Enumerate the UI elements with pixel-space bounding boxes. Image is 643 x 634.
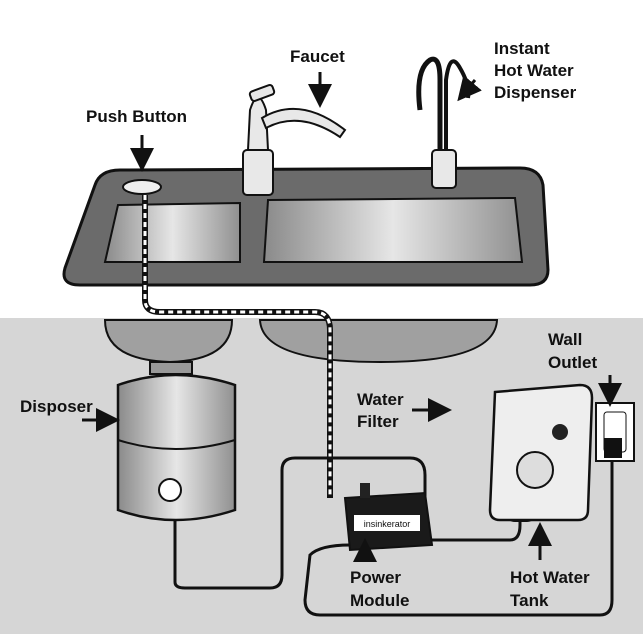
label-wall-outlet-line1: Wall <box>548 330 582 349</box>
pointer-arrows <box>82 72 622 562</box>
label-push-button: Push Button <box>86 107 187 126</box>
label-wall-outlet-line2: Outlet <box>548 353 597 372</box>
hot-water-dispenser <box>416 56 471 189</box>
faucet <box>242 84 347 196</box>
label-dispenser-line3: Dispenser <box>494 83 577 102</box>
label-dispenser-line1: Instant <box>494 39 550 58</box>
label-power-module-line2: Module <box>350 591 410 610</box>
label-disposer: Disposer <box>20 397 93 416</box>
right-basin <box>262 196 524 263</box>
right-bowl <box>258 319 499 364</box>
wires <box>173 450 614 617</box>
power-module: insinkerator <box>343 483 434 552</box>
wall-outlet <box>595 402 635 462</box>
label-water-filter-line1: Water <box>357 390 404 409</box>
label-faucet: Faucet <box>290 47 345 66</box>
left-basin <box>103 201 241 263</box>
label-water-filter-line2: Filter <box>357 412 399 431</box>
label-hot-water-tank-line1: Hot Water <box>510 568 590 587</box>
label-hot-water-tank-line2: Tank <box>510 591 549 610</box>
label-power-module-line1: Power <box>350 568 401 587</box>
disposer <box>116 361 237 522</box>
brand-logo: insinkerator <box>364 519 411 529</box>
label-dispenser-line2: Hot Water <box>494 61 574 80</box>
sink <box>62 166 550 287</box>
hot-water-tank <box>488 383 594 522</box>
push-button <box>122 179 162 195</box>
